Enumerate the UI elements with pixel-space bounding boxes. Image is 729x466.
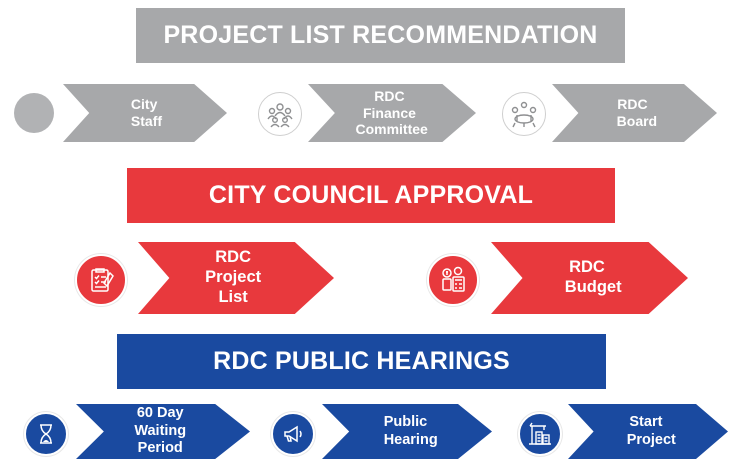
step-label-line2: Board — [616, 113, 658, 129]
step-label-line2: Budget — [564, 278, 622, 296]
step-label-line1: Start — [629, 414, 663, 431]
step-label-line2: Staff — [130, 113, 163, 129]
step-label-line1: RDC — [569, 258, 605, 277]
step-label-line2: Project — [626, 431, 676, 448]
banner-title: CITY COUNCIL APPROVAL — [208, 181, 534, 209]
banner-title: RDC PUBLIC HEARINGS — [213, 347, 510, 375]
step-label-line1: RDC Finance — [362, 87, 416, 121]
step-label-line2: Committee — [355, 121, 428, 138]
checklist-icon — [75, 254, 127, 306]
step-label-line1: 60 Day — [136, 405, 184, 422]
banner-city-council-approval: CITY COUNCIL APPROVAL — [127, 168, 615, 223]
step-label-line2: Hearing — [383, 431, 438, 448]
step-label-line1: RDC — [617, 96, 648, 113]
placeholder-circle-icon — [14, 93, 54, 133]
step-label-line2: Project List — [205, 268, 262, 306]
step-label-line1: Public — [383, 414, 428, 431]
banner-title: PROJECT LIST RECOMMENDATION — [163, 21, 598, 49]
banner-project-list-recommendation: PROJECT LIST RECOMMENDATION — [136, 8, 625, 63]
calculator-money-icon — [427, 254, 479, 306]
step-label-line1: City — [130, 96, 158, 113]
buildings-crane-icon — [518, 412, 562, 456]
banner-rdc-public-hearings: RDC PUBLIC HEARINGS — [117, 334, 606, 389]
meeting-table-icon — [502, 92, 546, 136]
step-label-line2: Waiting Period — [134, 422, 187, 457]
step-label-line1: RDC — [215, 248, 252, 267]
people-group-icon — [258, 92, 302, 136]
megaphone-icon — [271, 412, 315, 456]
hourglass-icon — [24, 412, 68, 456]
